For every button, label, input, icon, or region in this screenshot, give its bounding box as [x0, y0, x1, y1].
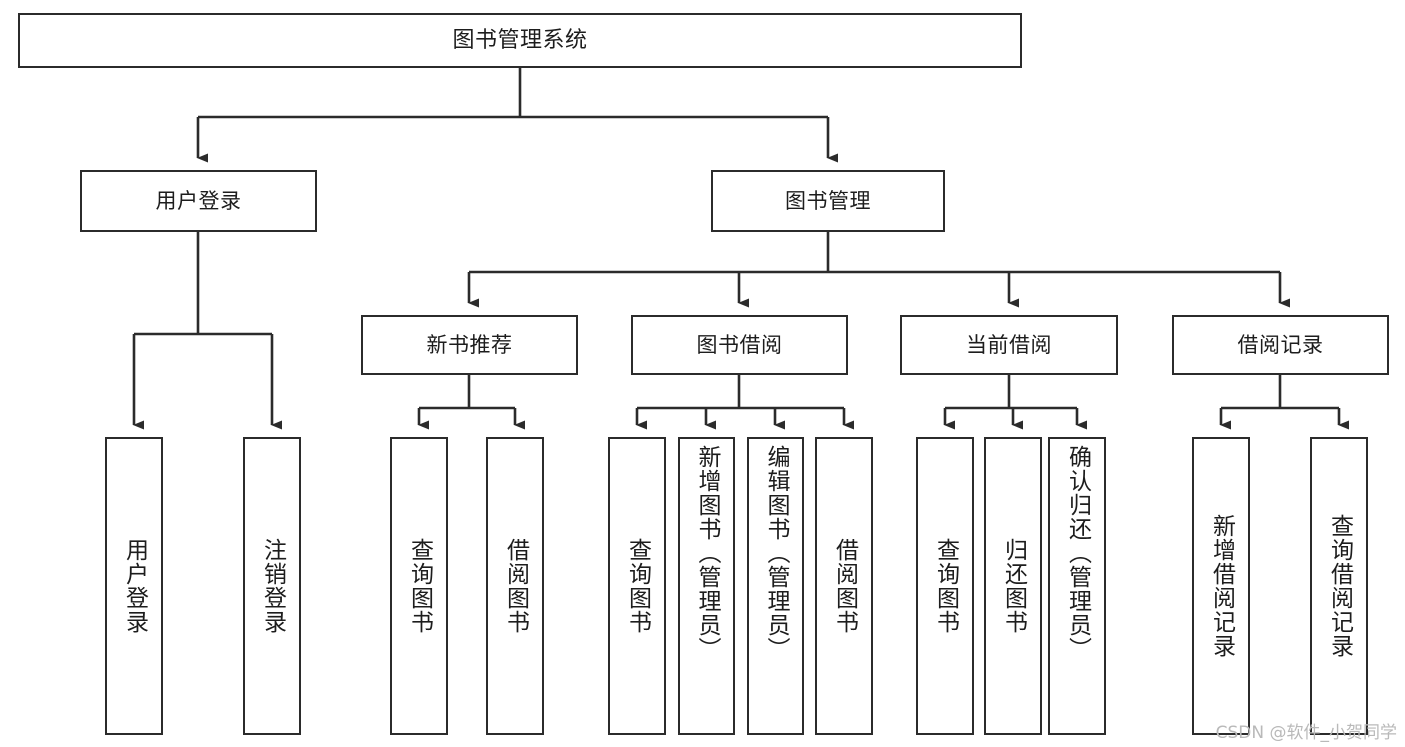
node-label: 当前借阅 — [966, 332, 1052, 357]
leaf-book-borrow-add-book-admin[interactable]: 新增图书（管理员） — [678, 437, 735, 735]
node-new-book-recommend[interactable]: 新书推荐 — [361, 315, 578, 375]
node-label: 借阅记录 — [1237, 332, 1324, 357]
node-label: 借阅图书 — [502, 538, 529, 634]
node-root-book-management-system[interactable]: 图书管理系统 — [18, 13, 1022, 68]
leaf-new-book-query-book[interactable]: 查询图书 — [390, 437, 448, 735]
node-label: 编辑图书（管理员） — [763, 445, 789, 661]
node-label: 归还图书 — [1000, 538, 1027, 634]
node-label: 新增图书（管理员） — [694, 445, 720, 661]
node-label: 查询图书 — [624, 538, 651, 634]
node-label: 查询图书 — [406, 538, 433, 634]
node-user-login[interactable]: 用户登录 — [80, 170, 317, 232]
node-label: 用户登录 — [121, 538, 148, 634]
node-borrow-record[interactable]: 借阅记录 — [1172, 315, 1389, 375]
node-label: 新增借阅记录 — [1208, 514, 1235, 658]
leaf-user-login-logout[interactable]: 注销登录 — [243, 437, 301, 735]
leaf-borrow-record-query-record[interactable]: 查询借阅记录 — [1310, 437, 1368, 735]
node-label: 用户登录 — [155, 188, 242, 213]
node-book-borrow[interactable]: 图书借阅 — [631, 315, 848, 375]
leaf-book-borrow-lend-book[interactable]: 借阅图书 — [815, 437, 873, 735]
node-label: 查询借阅记录 — [1326, 514, 1353, 658]
node-book-management[interactable]: 图书管理 — [711, 170, 945, 232]
leaf-current-borrow-return-book[interactable]: 归还图书 — [984, 437, 1042, 735]
leaf-new-book-borrow-book[interactable]: 借阅图书 — [486, 437, 544, 735]
node-label: 注销登录 — [259, 538, 286, 634]
node-label: 图书管理系统 — [452, 27, 588, 53]
leaf-current-borrow-confirm-return-admin[interactable]: 确认归还（管理员） — [1048, 437, 1106, 735]
node-label: 图书管理 — [785, 188, 871, 213]
leaf-user-login-login[interactable]: 用户登录 — [105, 437, 163, 735]
node-label: 新书推荐 — [426, 332, 513, 357]
leaf-book-borrow-query-book[interactable]: 查询图书 — [608, 437, 666, 735]
node-current-borrow[interactable]: 当前借阅 — [900, 315, 1118, 375]
node-label: 图书借阅 — [696, 332, 783, 357]
node-label: 确认归还（管理员） — [1064, 445, 1091, 661]
leaf-borrow-record-add-record[interactable]: 新增借阅记录 — [1192, 437, 1250, 735]
node-label: 借阅图书 — [831, 538, 858, 634]
node-label: 查询图书 — [932, 538, 959, 634]
leaf-current-borrow-query-book[interactable]: 查询图书 — [916, 437, 974, 735]
leaf-book-borrow-edit-book-admin[interactable]: 编辑图书（管理员） — [747, 437, 804, 735]
